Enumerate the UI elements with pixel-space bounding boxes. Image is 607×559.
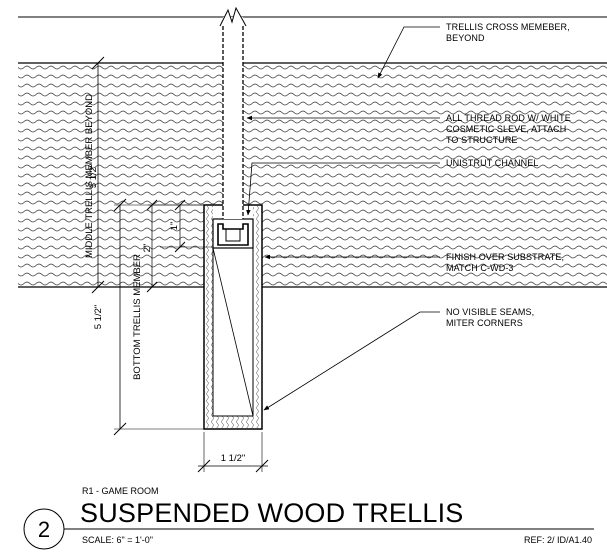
dim-1in-tick-bottom [174, 241, 186, 253]
finish-bottom [213, 416, 253, 428]
dim-1in: 1" [169, 222, 180, 231]
note-finish-line-1: FINISH OVER SUBSTRATE, [446, 252, 564, 262]
note-unistrut: UNISTRUT CHANNEL [446, 158, 538, 168]
room-label: R1 - GAME ROOM [82, 486, 159, 496]
detail-number: 2 [38, 517, 50, 542]
dim-middle-height: 5 1/2" [88, 164, 99, 189]
dim-width: 1 1/2" [221, 453, 246, 464]
leader-unistrut [246, 162, 440, 216]
dim-width-tick-right [255, 459, 269, 473]
unistrut-nut [225, 228, 241, 242]
finish-right [253, 206, 261, 428]
dim-middle-label: MIDDLE TRELLIS MEMBER BEYOND [84, 94, 95, 258]
note-seams-line-2: MITER CORNERS [446, 318, 523, 328]
note-finish-line-2: MATCH C-WD-3 [446, 263, 514, 273]
dim-2in: 2" [142, 244, 153, 253]
note-seams-line-1: NO VISIBLE SEAMS, [446, 307, 534, 317]
dim-bottom-tick-top [113, 198, 127, 212]
middle-trellis-member [18, 63, 607, 287]
dim-middle-tick-bottom [91, 280, 105, 294]
dim-2in-tick-bottom [146, 281, 158, 293]
rod-break-symbol [219, 6, 247, 27]
note-finish: FINISH OVER SUBSTRATE, MATCH C-WD-3 [446, 252, 564, 273]
note-cross-member-line-1: TRELLIS CROSS MEMEBER, [446, 22, 570, 32]
detail-title: SUSPENDED WOOD TRELLIS [80, 498, 463, 528]
dim-bottom-height: 5 1/2" [93, 305, 104, 330]
scale-label: SCALE: 6" = 1'-0" [82, 535, 153, 545]
note-cross-member-line-2: BEYOND [446, 33, 485, 43]
cavity-diagonal [212, 247, 254, 417]
note-unistrut-line-1: UNISTRUT CHANNEL [446, 158, 538, 168]
note-cross-member: TRELLIS CROSS MEMEBER, BEYOND [446, 22, 570, 43]
reference-label: REF: 2/ ID/A1.40 [524, 535, 592, 545]
dim-middle-tick-top [91, 56, 105, 70]
rod-sleeve-fill [223, 17, 243, 219]
leader-seams [263, 311, 440, 411]
leader-cross-member [377, 26, 440, 79]
unistrut-profile [217, 223, 249, 246]
dim-width-tick-left [197, 459, 211, 473]
note-seams: NO VISIBLE SEAMS, MITER CORNERS [446, 307, 534, 328]
dim-bottom-label: BOTTOM TRELLIS MEMBER [132, 254, 143, 380]
note-thread-rod: ALL THREAD ROD W/ WHITE COSMETIC SLEVE, … [446, 113, 571, 145]
dim-bottom-tick-bottom [113, 422, 127, 436]
note-thread-rod-line-1: ALL THREAD ROD W/ WHITE [446, 113, 571, 123]
dim-1in-tick-top [174, 199, 186, 211]
note-thread-rod-line-2: COSMETIC SLEVE, ATTACH [446, 124, 566, 134]
finish-left [205, 206, 213, 428]
note-thread-rod-line-3: TO STRUCTURE [446, 135, 518, 145]
